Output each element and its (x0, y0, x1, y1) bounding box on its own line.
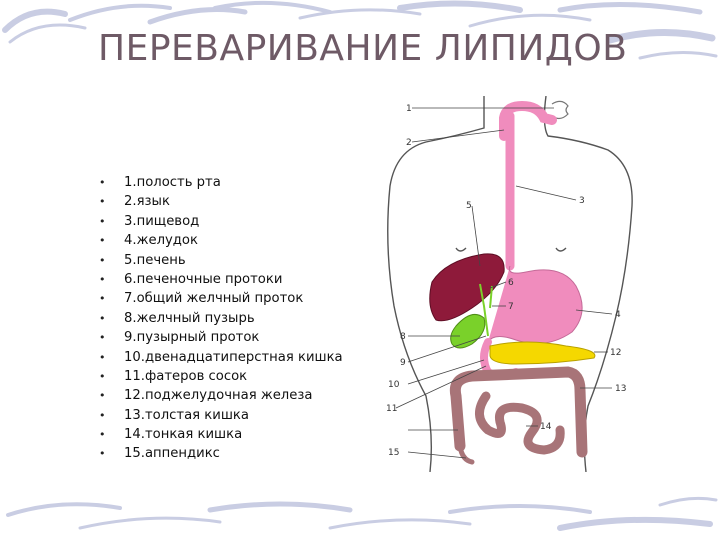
list-item: • 13.толстая кишка (95, 406, 370, 425)
list-item: • 2.язык (95, 192, 370, 211)
list-item: • 3.пищевод (95, 212, 370, 231)
bullet-icon: • (99, 234, 106, 248)
bullet-icon: • (99, 214, 106, 228)
list-item: • 10.двенадцатиперстная кишка (95, 348, 370, 367)
diagram-label: 5 (466, 201, 472, 211)
bullet-icon: • (99, 253, 106, 267)
list-item-text: 12.поджелудочная железа (124, 388, 313, 404)
diagram-label: 14 (540, 422, 552, 432)
gallbladder (450, 313, 486, 349)
diagram-label: 9 (400, 358, 406, 368)
body-outline-right (543, 96, 633, 472)
list-item-text: 14.тонкая кишка (124, 427, 243, 443)
organ-list: • 1.полость рта • 2.язык • 3.пищевод • 4.жел… (95, 173, 370, 464)
list-item-text: 6.печеночные протоки (124, 271, 283, 287)
pancreas (489, 341, 596, 365)
liver (429, 253, 505, 322)
hepatic-duct (479, 283, 489, 337)
list-item: • 11.фатеров сосок (95, 367, 370, 386)
list-item: • 6.печеночные протоки (95, 270, 370, 289)
list-item: • 15.аппендикс (95, 444, 370, 463)
bullet-icon: • (99, 447, 106, 461)
diagram-label: 11 (386, 404, 397, 414)
list-item-text: 7.общий желчный проток (124, 291, 304, 307)
slide-title: ПЕРЕВАРИВАНИЕ ЛИПИДОВ (98, 28, 628, 69)
list-item-text: 2.язык (124, 194, 170, 210)
list-item-text: 9.пузырный проток (124, 330, 260, 346)
nipple-right (555, 247, 567, 252)
bullet-icon: • (99, 350, 106, 364)
list-item: • 5.печень (95, 251, 370, 270)
diagram-label: 3 (579, 196, 585, 206)
bile-duct (489, 285, 493, 309)
bullet-icon: • (99, 369, 106, 383)
bullet-icon: • (99, 311, 106, 325)
list-item: • 4.желудок (95, 231, 370, 250)
list-item-text: 13.толстая кишка (124, 407, 249, 423)
bullet-icon: • (99, 408, 106, 422)
list-item: • 14.тонкая кишка (95, 425, 370, 444)
diagram-label: 7 (508, 302, 514, 312)
diagram-label: 6 (508, 278, 514, 288)
bullet-icon: • (99, 331, 106, 345)
diagram-label: 13 (615, 384, 626, 394)
list-item: • 8.желчный пузырь (95, 309, 370, 328)
bullet-icon: • (99, 195, 106, 209)
list-item-text: 3.пищевод (124, 213, 200, 229)
diagram-label: 1 (406, 104, 412, 114)
list-item: • 7.общий желчный проток (95, 289, 370, 308)
list-item-text: 11.фатеров сосок (124, 368, 248, 384)
diagram-label: 4 (615, 310, 621, 320)
list-item-text: 5.печень (124, 252, 186, 268)
stomach (487, 265, 583, 345)
nipple-left (455, 247, 467, 252)
small-intestine (475, 391, 565, 455)
diagram-label: 2 (406, 138, 412, 148)
bullet-icon: • (99, 292, 106, 306)
bullet-icon: • (99, 428, 106, 442)
appendix (457, 443, 475, 465)
list-item: • 1.полость рта (95, 173, 370, 192)
list-item-text: 15.аппендикс (124, 446, 220, 462)
bullet-icon: • (99, 272, 106, 286)
list-item-text: 1.полость рта (124, 175, 221, 190)
list-item-text: 10.двенадцатиперстная кишка (124, 349, 343, 365)
diagram-label: 12 (610, 348, 621, 358)
digestive-system-diagram: 1 2 3 4 5 6 7 8 9 10 11 12 13 14 15 (376, 96, 642, 472)
list-item-text: 8.желчный пузырь (124, 310, 255, 326)
mouth-icon (551, 100, 569, 120)
diagram-label: 8 (400, 332, 406, 342)
body-outline-left (387, 96, 485, 472)
diagram-label: 10 (388, 380, 400, 390)
list-item-text: 4.желудок (124, 233, 198, 249)
bullet-icon: • (99, 176, 106, 189)
large-intestine (449, 366, 588, 458)
list-item: • 12.поджелудочная железа (95, 386, 370, 405)
esophagus (499, 100, 557, 141)
list-item: • 9.пузырный проток (95, 328, 370, 347)
diagram-label: 15 (388, 448, 399, 458)
bullet-icon: • (99, 389, 106, 403)
